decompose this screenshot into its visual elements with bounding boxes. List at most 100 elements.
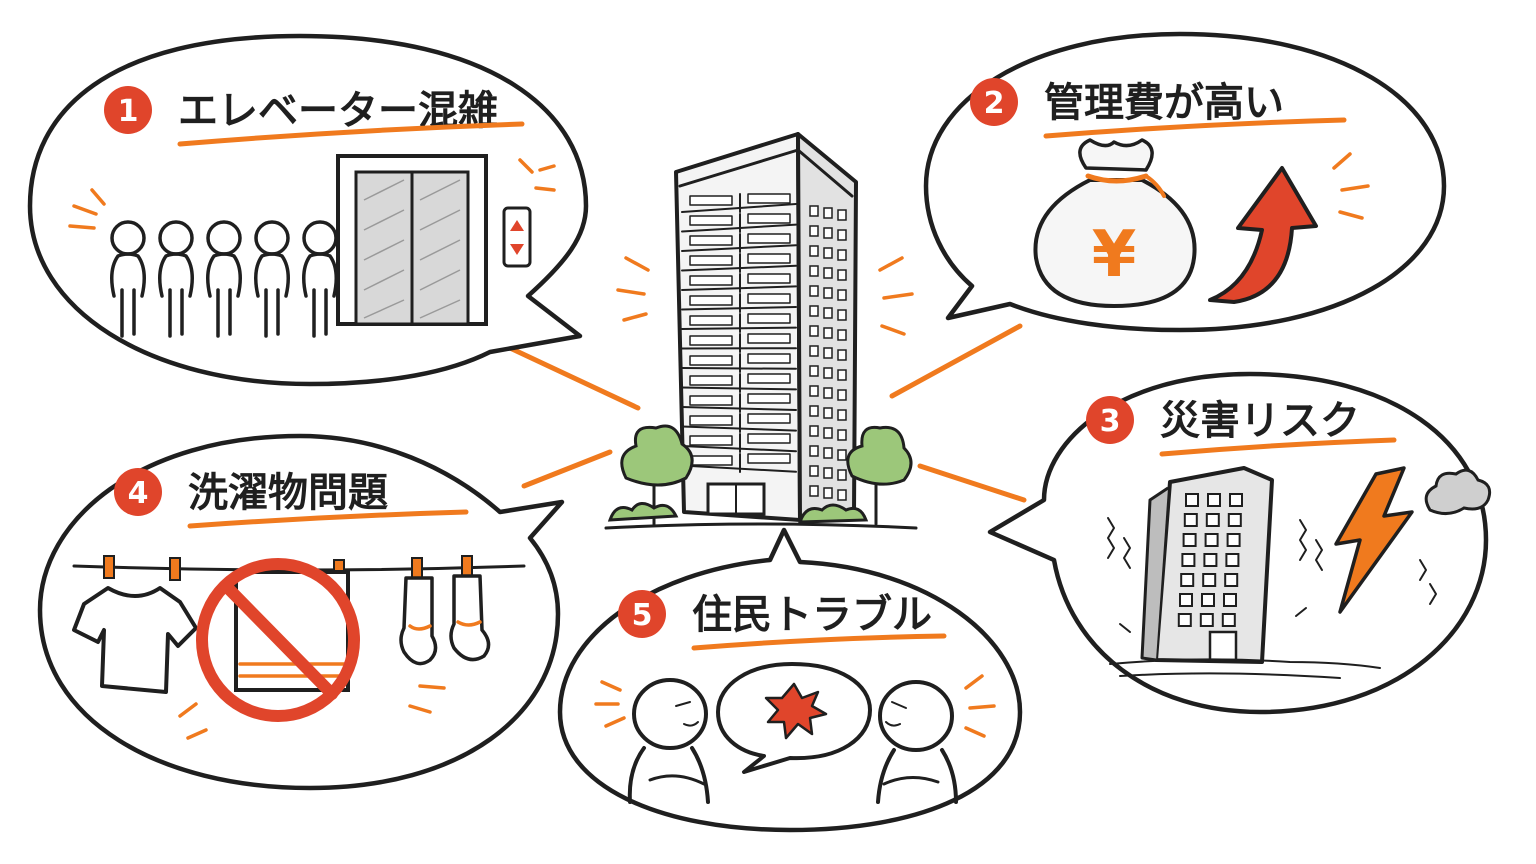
tower-window [837,309,847,321]
tower-balcony [747,333,791,344]
tower-balcony [689,355,733,366]
tower-balcony [689,255,733,266]
tower-window [837,209,847,221]
tower-window [823,287,833,299]
problem-bubble-disaster-risk: 3 災害リスク [987,371,1492,715]
tower-balcony [689,335,733,346]
stick-person-icon [206,220,242,338]
problem-title-2: 管理費が高い [1044,80,1284,126]
tower-balcony [689,395,733,406]
tower-window [823,227,833,239]
rising-arrow-icon [1208,166,1318,304]
lightning-bolt-icon [1334,466,1414,614]
tower-balcony [747,293,791,304]
tower-window [823,247,833,259]
tilted-building-icon [1109,466,1381,679]
tower-window [809,285,819,297]
building-window [1177,613,1192,627]
person-left-icon [627,678,710,804]
money-bag-icon: ¥ [1033,138,1197,308]
tower-window [837,429,847,441]
tower-balcony [747,353,791,364]
tower-window [837,369,847,381]
building-window [1229,493,1243,507]
speech-bubble-2 [923,31,1447,333]
tower-window [837,349,847,361]
number-badge-5 [618,590,666,638]
problem-title-3: 災害リスク [1160,398,1360,444]
tower-balcony [689,455,733,466]
tower-window [809,325,819,337]
tower-window [837,249,847,261]
number-5: 5 [632,598,653,633]
tower-balcony [747,413,791,424]
title-underline-3 [1159,437,1397,457]
tower-window [809,445,819,457]
problem-bubble-resident-trouble: 5 住民トラブル [557,527,1023,833]
connector-lines [507,323,1027,503]
tower-balcony [747,213,791,224]
problem-bubble-management-fee: 2 管理費が高い ¥ [923,31,1447,333]
building-window [1181,553,1196,567]
number-badge-3 [1086,396,1134,444]
title-underline-4 [187,509,469,529]
tower-balcony [747,233,791,244]
tower-balcony [689,375,733,386]
tower-window [809,405,819,417]
tower-window [837,289,847,301]
tower-balcony [689,415,733,426]
title-underline-2 [1043,117,1347,139]
tower-window [809,365,819,377]
tower-balcony [747,193,791,204]
tower-balcony [747,253,791,264]
building-window [1207,493,1221,507]
problem-title-5: 住民トラブル [692,592,932,638]
tower-window [823,347,833,359]
tower-window [837,489,847,501]
building-window [1223,593,1237,607]
tower-balcony [747,453,791,464]
tower-window [823,387,833,399]
tower-balcony [689,195,733,206]
connector-2 [889,323,1023,399]
tower-balcony [747,393,791,404]
person-right-icon [876,680,958,804]
tower-window [823,487,833,499]
tower-window [837,389,847,401]
building-window [1204,533,1219,547]
tower-window [809,485,819,497]
number-2: 2 [984,86,1005,121]
tower-window [837,449,847,461]
building-window [1201,593,1215,607]
building-window [1205,513,1220,527]
connector-4 [521,449,613,489]
building-window [1199,613,1214,627]
number-badge-1 [104,86,152,134]
tower-window [823,467,833,479]
tower-window [809,245,819,257]
storm-cloud-icon [1419,468,1492,605]
stick-person-icon [254,220,290,338]
tower-window [823,267,833,279]
building-window [1179,593,1193,607]
tower-window [823,427,833,439]
queue-people-icon [110,220,338,338]
tree-left-icon [607,424,694,526]
stick-person-icon [158,220,194,338]
tower-balcony [689,275,733,286]
building-window [1183,513,1198,527]
yen-symbol: ¥ [1092,218,1137,292]
tower-window [809,265,819,277]
building-window [1227,513,1242,527]
stick-person-icon [110,220,146,338]
tower-balcony [747,373,791,384]
building-window [1224,573,1239,587]
number-1: 1 [118,94,139,129]
tower-balcony [689,235,733,246]
connector-1 [507,345,641,411]
shake-lines-icon [1107,517,1323,633]
building-window [1221,613,1236,627]
tower-window [837,469,847,481]
tower-building-icon [604,132,918,530]
